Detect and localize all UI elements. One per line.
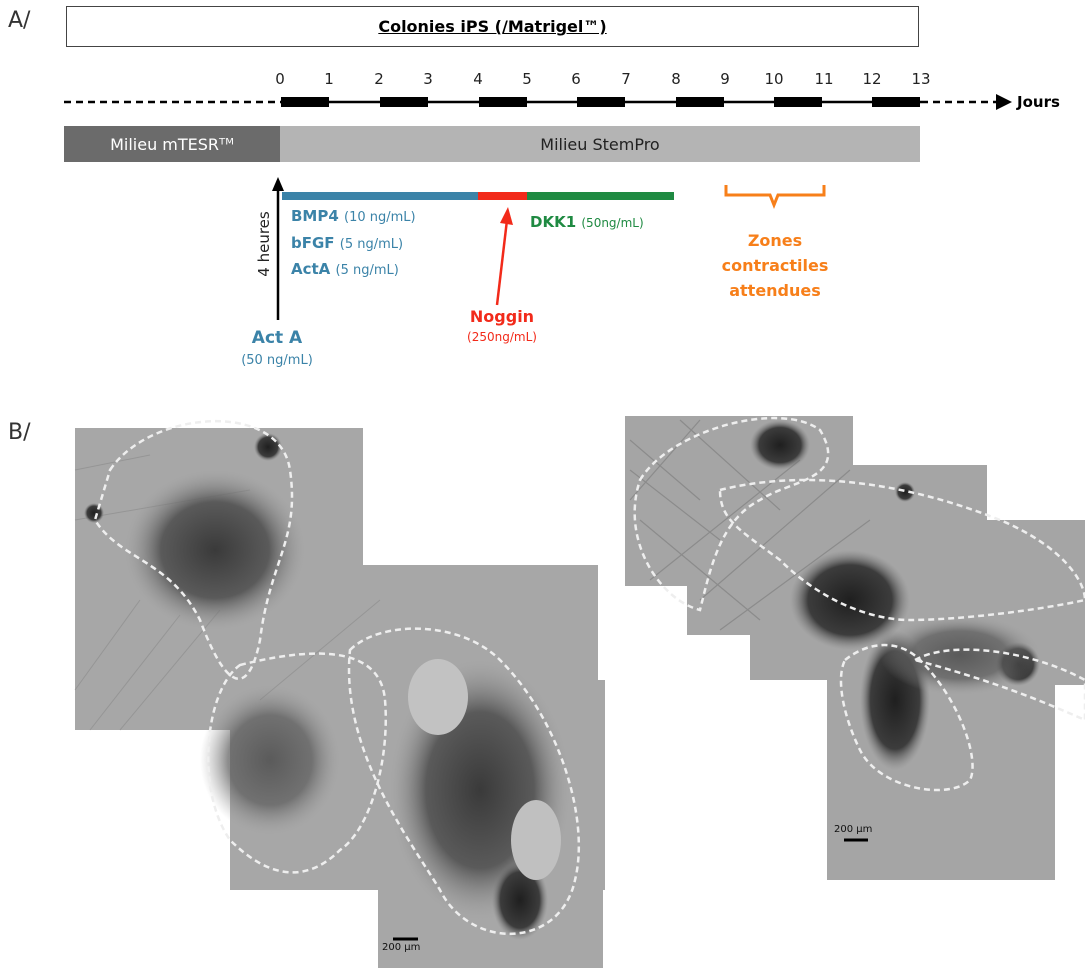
factor-name: DKK1 xyxy=(530,213,577,231)
lumen xyxy=(511,800,561,880)
protocol-title: Colonies iPS (/Matrigel™) xyxy=(378,17,607,36)
panel-a-label: A/ xyxy=(8,8,31,33)
day-label: 5 xyxy=(522,70,532,88)
zones-label: Zones contractiles attendues xyxy=(700,228,850,303)
day-label: 13 xyxy=(911,70,931,88)
medium-stempro-label: Milieu StemPro xyxy=(540,134,660,154)
factor-name: BMP4 xyxy=(291,207,339,225)
day-label: 6 xyxy=(571,70,581,88)
contractile-zone-outline xyxy=(93,419,294,680)
day-block xyxy=(774,97,822,107)
zones-line: attendues xyxy=(729,281,821,300)
cell-cluster xyxy=(880,615,1040,695)
lumen xyxy=(408,659,468,735)
day-block xyxy=(479,97,527,107)
factor-name: bFGF xyxy=(291,234,335,252)
medium-mtesr-bar: Milieu mTESRᵀᴹ xyxy=(64,126,280,162)
day-label: 4 xyxy=(473,70,483,88)
act-a-arrowhead xyxy=(272,177,284,191)
noggin-arrowhead xyxy=(500,207,513,225)
noggin-arrow xyxy=(495,219,509,306)
factor-dose: (5 ng/mL) xyxy=(339,237,404,252)
day-label: 2 xyxy=(374,70,384,88)
medium-stempro-bar: Milieu StemPro xyxy=(280,126,920,162)
zones-bracket xyxy=(724,185,826,210)
day-label: 10 xyxy=(764,70,784,88)
day-label: 11 xyxy=(814,70,834,88)
act-a-name: Act A xyxy=(251,328,303,348)
factor-dose: (5 ng/mL) xyxy=(335,263,399,278)
cell-cluster xyxy=(750,420,810,470)
factor-acta: ActA (5 ng/mL) xyxy=(291,260,399,278)
timeline xyxy=(64,94,1012,110)
bmp4-period-bar xyxy=(282,192,478,200)
noggin-period-bar xyxy=(478,192,527,200)
day-label: 0 xyxy=(275,70,285,88)
axis-label: Jours xyxy=(1017,93,1060,111)
timeline-arrowhead xyxy=(996,94,1012,110)
day-label: 7 xyxy=(621,70,631,88)
day-label: 8 xyxy=(671,70,681,88)
day-block xyxy=(676,97,724,107)
noggin-name: Noggin xyxy=(469,307,535,326)
factor-name: ActA xyxy=(291,260,331,278)
scale-bar-left-label: 200 µm xyxy=(382,942,421,953)
timeline-day-blocks xyxy=(281,97,920,107)
cell-cluster xyxy=(492,860,548,940)
day-label: 3 xyxy=(423,70,433,88)
act-a-dose: (50 ng/mL) xyxy=(241,353,313,368)
treatment-schematic xyxy=(272,177,826,320)
title-box: Colonies iPS (/Matrigel™) xyxy=(66,6,919,47)
cell-cluster xyxy=(200,685,340,835)
contractile-zone-outline xyxy=(347,627,581,935)
zones-line: contractiles xyxy=(721,256,829,275)
contractile-zone-outline xyxy=(633,416,830,612)
zones-line: Zones xyxy=(747,231,803,250)
day-label: 9 xyxy=(720,70,730,88)
cell-cluster xyxy=(790,550,910,650)
medium-mtesr-label: Milieu mTESRᵀᴹ xyxy=(110,134,234,154)
day-block xyxy=(577,97,625,107)
day-block xyxy=(380,97,428,107)
contractile-zone-outline xyxy=(839,643,974,792)
contractile-zone-outline xyxy=(718,478,1085,622)
factor-dose: (10 ng/mL) xyxy=(344,210,416,225)
day-label: 1 xyxy=(324,70,334,88)
scale-bar-right-label: 200 µm xyxy=(834,824,873,835)
contractile-zone-outline xyxy=(207,652,387,874)
noggin-dose: (250ng/mL) xyxy=(467,330,537,344)
dkk1-period-bar xyxy=(527,192,674,200)
cell-cluster xyxy=(125,470,305,630)
cell-cluster xyxy=(895,482,915,502)
factor-dose: (50ng/mL) xyxy=(581,216,644,230)
day-block xyxy=(872,97,920,107)
factor-bfgf: bFGF (5 ng/mL) xyxy=(291,234,403,252)
day-label: 12 xyxy=(862,70,882,88)
factor-dkk1: DKK1 (50ng/mL) xyxy=(530,213,644,231)
factor-bmp4: BMP4 (10 ng/mL) xyxy=(291,207,416,225)
day-block xyxy=(281,97,329,107)
panel-b-label: B/ xyxy=(8,420,31,445)
